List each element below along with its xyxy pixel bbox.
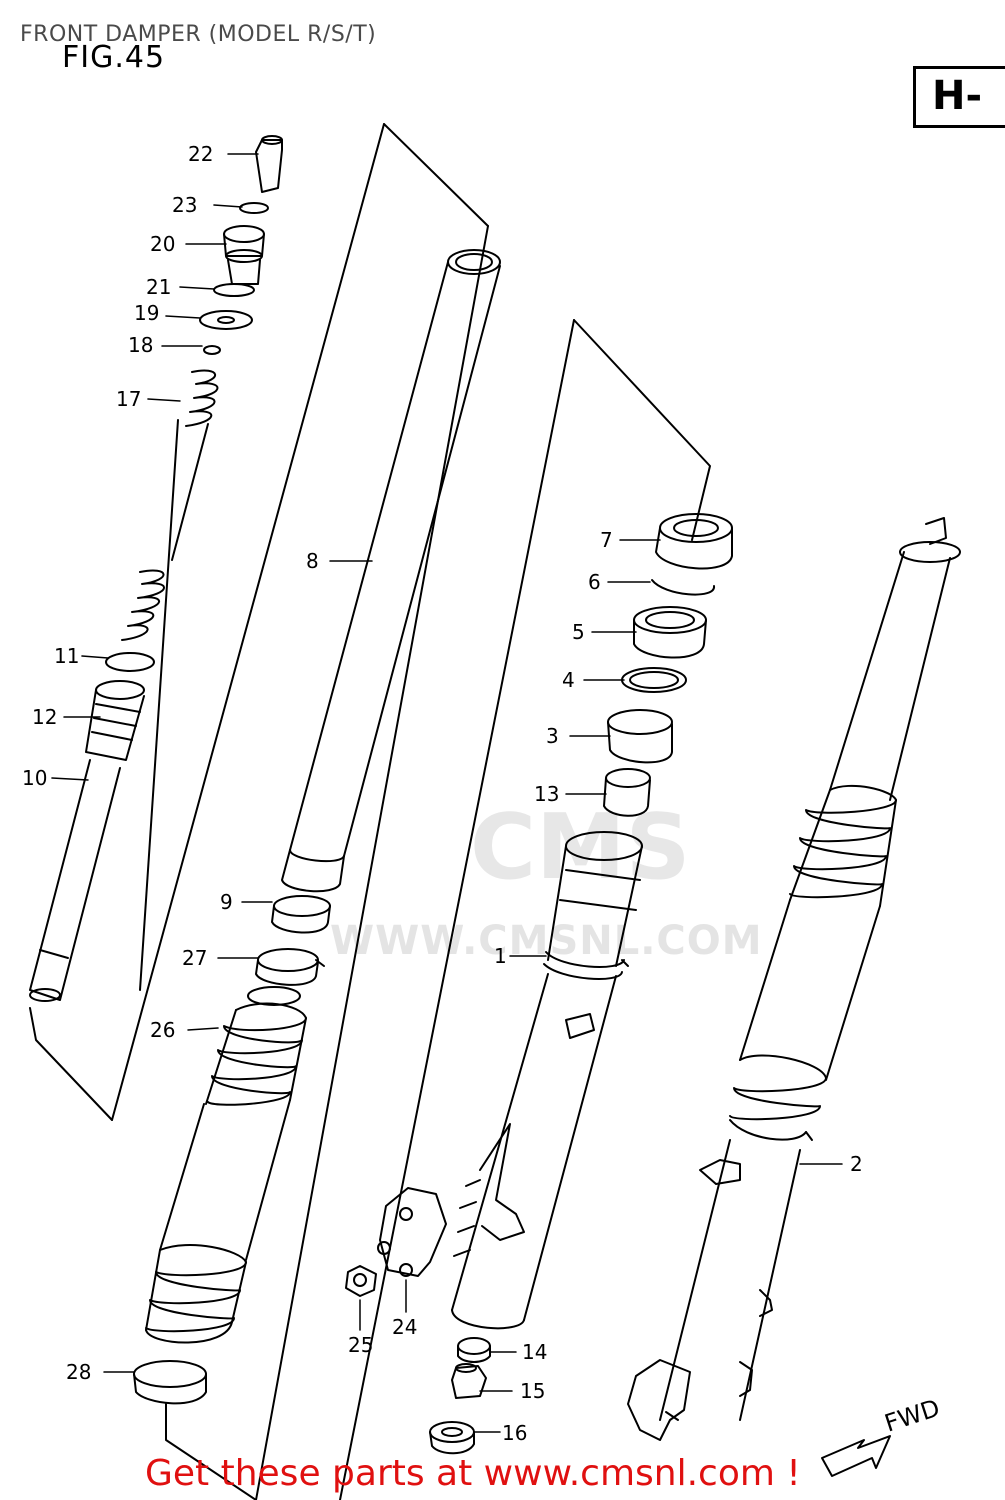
section-badge-label: H-: [932, 73, 983, 119]
callout-26: 26: [150, 1018, 175, 1042]
callout-14: 14: [522, 1340, 547, 1364]
callout-22: 22: [188, 142, 213, 166]
callout-2: 2: [850, 1152, 863, 1176]
callout-16: 16: [502, 1421, 527, 1445]
callout-6: 6: [588, 570, 601, 594]
callout-21: 21: [146, 275, 171, 299]
callout-4: 4: [562, 668, 575, 692]
callout-9: 9: [220, 890, 233, 914]
fwd-arrow: [821, 1435, 891, 1477]
inner-tube-8: [133, 225, 501, 1500]
page-title: FRONT DAMPER (MODEL R/S/T): [20, 22, 377, 47]
callout-20: 20: [150, 232, 175, 256]
watermark-logo: CMS: [470, 795, 691, 900]
callout-5: 5: [572, 620, 585, 644]
callout-23: 23: [172, 193, 197, 217]
leader-8-top: [383, 123, 489, 227]
fwd-label: FWD: [881, 1394, 943, 1438]
callout-12: 12: [32, 705, 57, 729]
callout-3: 3: [546, 724, 559, 748]
outer-tube-1: [339, 319, 733, 1500]
damper-rod-assembly: [29, 135, 283, 1002]
callout-25: 25: [348, 1333, 373, 1357]
callout-27: 27: [182, 946, 207, 970]
callout-11: 11: [54, 644, 79, 668]
callout-18: 18: [128, 333, 153, 357]
callout-15: 15: [520, 1379, 545, 1403]
callout-8: 8: [306, 549, 319, 573]
callout-10: 10: [22, 766, 47, 790]
leader-lines: [51, 153, 843, 1433]
axle-nut-25: [345, 1265, 377, 1297]
figure-label: FIG.45: [62, 40, 166, 75]
callout-13: 13: [534, 782, 559, 806]
drain-parts: [429, 1337, 491, 1455]
callout-28: 28: [66, 1360, 91, 1384]
section-badge: H-: [913, 66, 1005, 128]
callout-19: 19: [134, 301, 159, 325]
axle-cap-24: [377, 1187, 447, 1277]
footer-parts-link[interactable]: Get these parts at www.cmsnl.com !: [145, 1453, 801, 1494]
callout-17: 17: [116, 387, 141, 411]
fork-leg-2: [627, 517, 961, 1441]
callout-24: 24: [392, 1315, 417, 1339]
callout-7: 7: [600, 528, 613, 552]
callout-1: 1: [494, 944, 507, 968]
